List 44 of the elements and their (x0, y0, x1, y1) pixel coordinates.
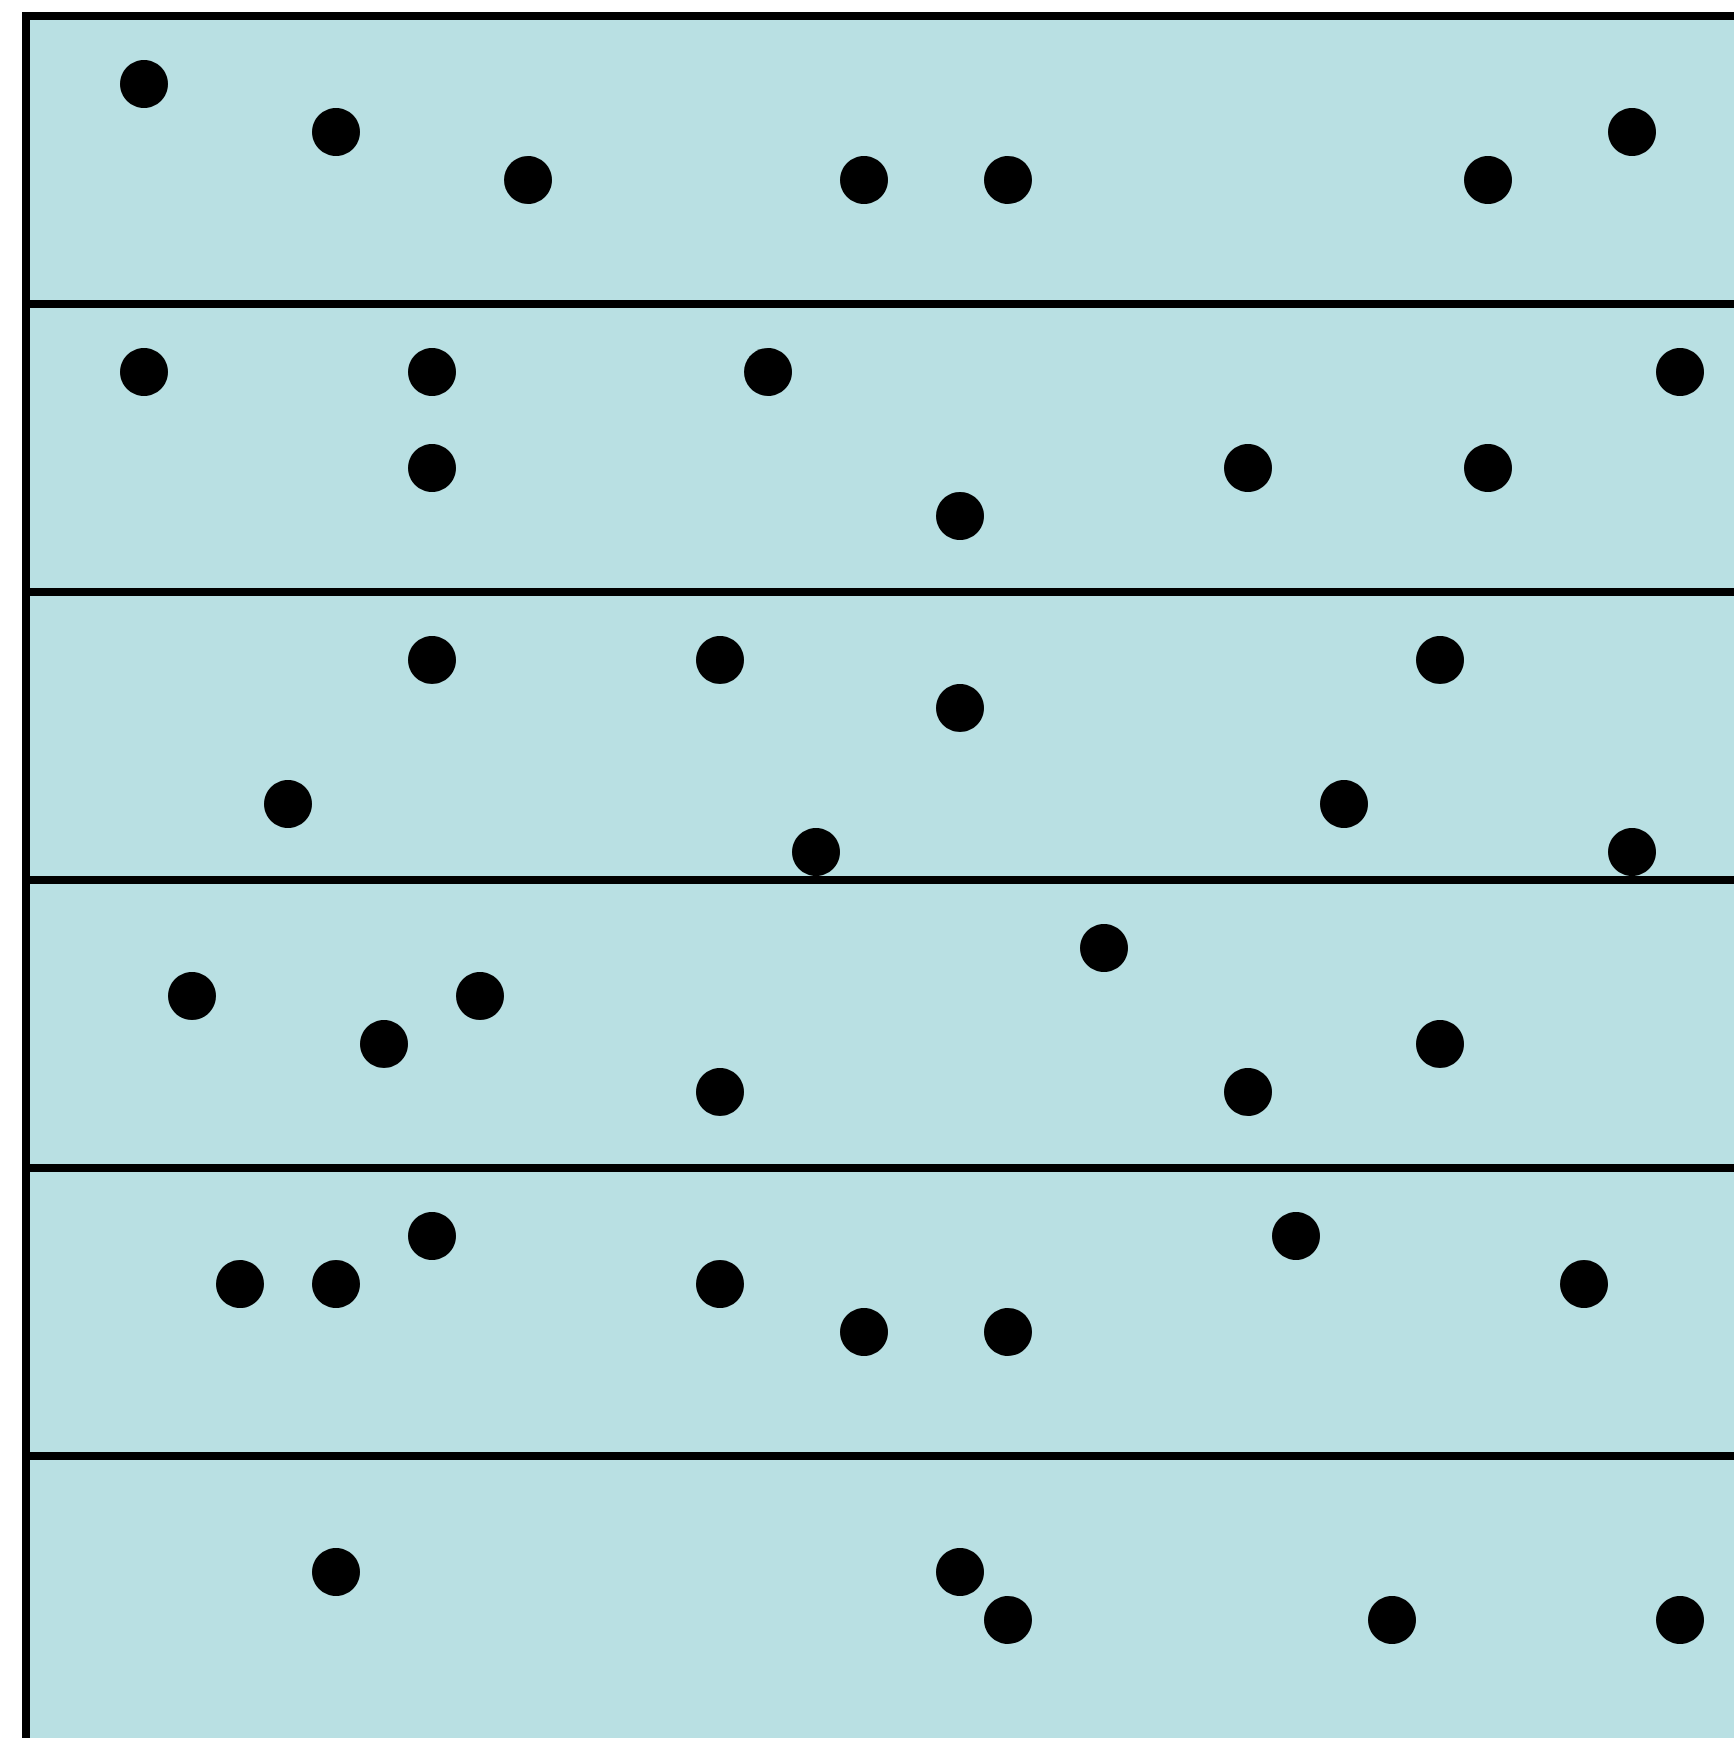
dot (936, 1548, 984, 1596)
dot (312, 1260, 360, 1308)
dot (120, 60, 168, 108)
dot (456, 972, 504, 1020)
dot (936, 492, 984, 540)
dot (408, 347, 456, 396)
dot (984, 1596, 1032, 1644)
dot (264, 780, 312, 828)
dot (840, 1308, 888, 1356)
dot (168, 972, 216, 1020)
dot (120, 347, 168, 396)
dot (984, 156, 1032, 204)
dot (1656, 347, 1704, 396)
dot (1608, 108, 1656, 156)
dot (312, 1548, 360, 1596)
dot (1416, 1020, 1464, 1068)
dot (312, 108, 360, 156)
dot (696, 636, 744, 684)
dot (696, 1068, 744, 1116)
dot (1320, 780, 1368, 828)
dot (408, 444, 456, 492)
dot (696, 1260, 744, 1308)
dot (1368, 1596, 1416, 1644)
dot (984, 1308, 1032, 1356)
dot (1224, 1068, 1272, 1116)
dot (1608, 828, 1656, 876)
dot (792, 828, 840, 876)
dot (1464, 444, 1512, 492)
dot (1272, 1212, 1320, 1260)
dot (744, 347, 792, 396)
dot (1464, 156, 1512, 204)
dot (840, 156, 888, 204)
dot (408, 1212, 456, 1260)
dot (1656, 1596, 1704, 1644)
dot (504, 156, 552, 204)
band (22, 1452, 1734, 1738)
dot (1224, 444, 1272, 492)
dot (360, 1020, 408, 1068)
dot (1416, 636, 1464, 684)
dot (216, 1260, 264, 1308)
dot (1080, 924, 1128, 972)
dot (1560, 1260, 1608, 1308)
dot (408, 636, 456, 684)
dot (936, 684, 984, 732)
